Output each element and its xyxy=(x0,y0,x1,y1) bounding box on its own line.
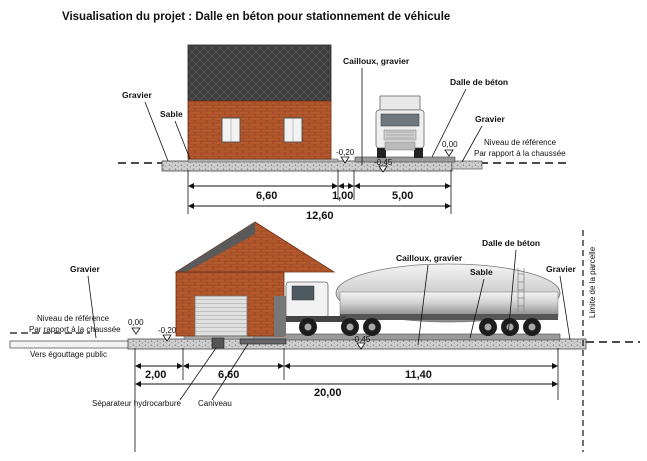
top-level-minus-020: -0,20 xyxy=(336,148,355,157)
top-label-gravier-right: Gravier xyxy=(475,114,505,124)
top-dim-100: 1,00 xyxy=(332,190,353,202)
bottom-label-cailloux: Cailloux, gravier xyxy=(396,253,463,263)
bottom-label-egouttage: Vers égouttage public xyxy=(30,350,107,359)
top-label-sable: Sable xyxy=(160,109,183,119)
bottom-dim-200: 2,00 xyxy=(145,369,166,381)
top-dim-660: 6,60 xyxy=(256,190,277,202)
bottom-label-dalle: Dalle de béton xyxy=(482,238,540,248)
bottom-dim-2000: 20,00 xyxy=(314,387,342,399)
top-truck xyxy=(375,95,425,158)
bottom-label-niveau-1: Niveau de référence xyxy=(37,314,110,323)
separator-hydrocarbon xyxy=(211,337,225,349)
top-concrete-slab xyxy=(354,156,456,163)
top-label-niveau-1: Niveau de référence xyxy=(484,138,557,147)
bottom-label-sable: Sable xyxy=(470,267,493,277)
bottom-label-gravier-right: Gravier xyxy=(546,264,576,274)
top-dim-1260: 12,60 xyxy=(306,210,334,222)
bottom-road xyxy=(9,340,131,349)
top-label-gravier-left: Gravier xyxy=(122,90,152,100)
top-level-zero: 0,00 xyxy=(442,140,458,149)
bottom-label-limite: Limite de la parcelle xyxy=(588,246,597,318)
top-house xyxy=(187,44,332,160)
top-gravel-right xyxy=(451,160,483,170)
bottom-label-separateur: Séparateur hydrocarbure xyxy=(92,399,181,408)
bottom-garage xyxy=(174,221,336,337)
bottom-section: Gravier Niveau de référence Par rapport … xyxy=(9,221,640,452)
bottom-tanker-truck xyxy=(285,263,561,336)
bottom-dim-1140: 11,40 xyxy=(405,369,432,381)
bottom-level-zero: 0,00 xyxy=(128,318,144,327)
page-title: Visualisation du projet : Dalle en béton… xyxy=(62,11,450,23)
top-label-dalle: Dalle de béton xyxy=(450,77,508,87)
bottom-level-minus-045: -0,45 xyxy=(352,335,371,344)
gutter xyxy=(239,338,287,345)
bottom-dim-660: 6,60 xyxy=(218,369,239,381)
top-dim-500: 5,00 xyxy=(392,190,413,202)
top-section: Gravier Sable Cailloux, gravier Dalle de… xyxy=(118,44,568,222)
bottom-label-gravier-left: Gravier xyxy=(70,264,100,274)
bottom-level-minus-020: -0,20 xyxy=(158,326,177,335)
top-label-cailloux: Cailloux, gravier xyxy=(343,56,410,66)
top-sand xyxy=(187,158,339,163)
bottom-label-niveau-2: Par rapport à la chaussée xyxy=(29,325,121,334)
top-gravel-bed xyxy=(161,160,453,172)
top-label-niveau-2: Par rapport à la chaussée xyxy=(474,149,566,158)
top-level-minus-045: -0,45 xyxy=(374,158,393,167)
bottom-label-caniveau: Caniveau xyxy=(198,399,232,408)
